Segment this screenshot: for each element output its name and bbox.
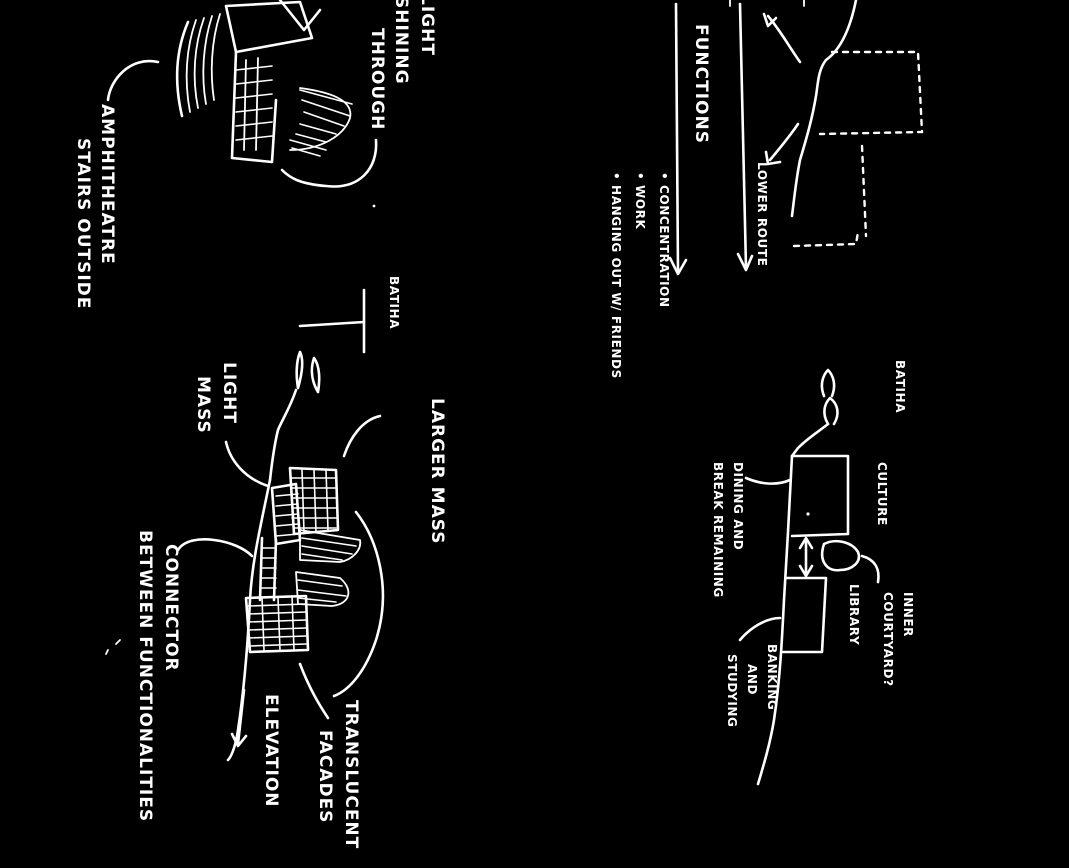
label-connector-2: BETWEEN FUNCTIONALITIES <box>135 530 155 822</box>
label-inner-courtyard-2: COURTYARD? <box>881 592 895 687</box>
label-functions: FUNCTIONS <box>691 24 711 144</box>
label-amphitheatre-2: STAIRS OUTSIDE <box>73 138 93 309</box>
mass-section-sketch: BATIHA <box>105 276 401 762</box>
label-light-shining-1: LIGHT <box>417 0 437 56</box>
label-larger-mass: LARGER MASS <box>427 398 447 544</box>
label-light-shining-3: THROUGH <box>367 28 387 130</box>
label-batiha-bottom: BATIHA <box>893 360 907 413</box>
label-elevation: ELEVATION <box>261 694 281 808</box>
label-banking-3: STUDYING <box>725 654 739 728</box>
label-lower-route: LOWER ROUTE <box>755 162 769 266</box>
label-batiha-top: BATIHA <box>387 276 401 329</box>
label-func-item-1: • CONCENTRATION <box>657 172 671 308</box>
label-func-item-3: • HANGING OUT W/ FRIENDS <box>609 172 623 379</box>
label-culture: CULTURE <box>875 462 889 526</box>
label-light-shining-2: SHINING <box>391 0 411 85</box>
label-inner-courtyard-1: INNER <box>901 592 915 637</box>
label-library: LIBRARY <box>847 584 861 645</box>
label-amphitheatre-1: AMPHITHEATRE <box>97 104 117 265</box>
functions-diagram <box>668 0 924 276</box>
label-dining-2: BREAK REMAINING <box>711 462 725 598</box>
label-dining-1: DINING AND <box>731 462 745 550</box>
label-light-mass-2: MASS <box>193 376 213 434</box>
section-diagram <box>738 368 880 786</box>
amphitheatre-sketch <box>106 0 378 208</box>
label-func-item-2: • WORK <box>633 172 647 230</box>
label-translucent-1: TRANSLUCENT <box>341 700 361 849</box>
label-translucent-2: FACADES <box>315 730 335 823</box>
label-connector-1: CONNECTOR <box>161 544 181 672</box>
label-banking-2: AND <box>745 664 759 695</box>
label-banking-1: BANKING <box>765 644 779 710</box>
label-light-mass-1: LIGHT <box>219 362 239 424</box>
